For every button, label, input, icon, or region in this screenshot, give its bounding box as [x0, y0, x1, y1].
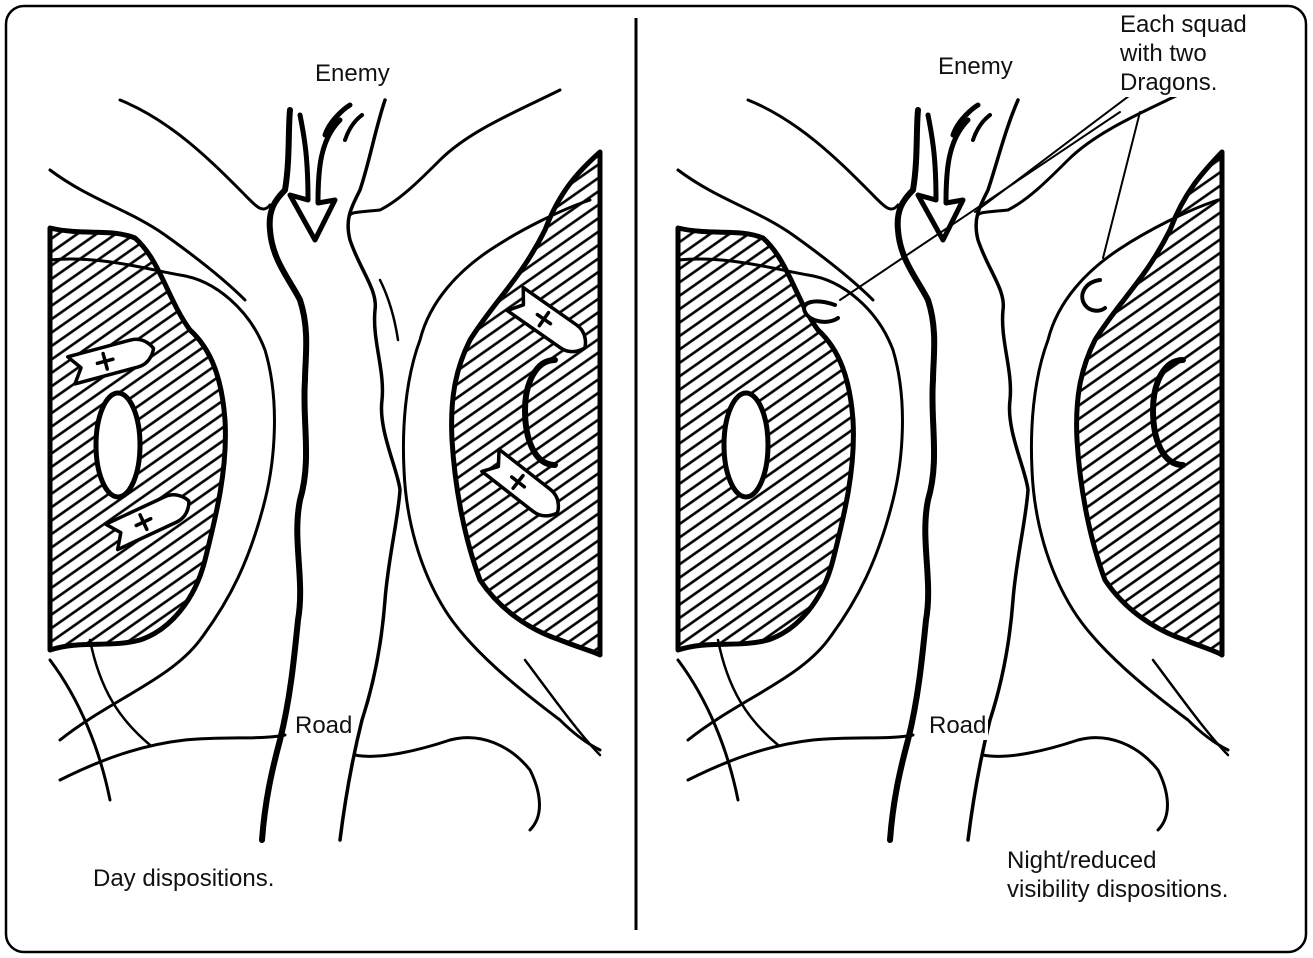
squad-callout-line-2: with two: [1120, 39, 1247, 68]
right-position-west: [724, 393, 768, 497]
right-caption-line-1: Night/reduced: [1007, 846, 1228, 875]
right-enemy-label: Enemy: [938, 53, 1013, 81]
right-caption: Night/reduced visibility dispositions.: [1007, 846, 1228, 904]
left-caption: Day dispositions.: [93, 865, 274, 893]
right-road-label: Road: [927, 712, 988, 740]
callout-line-2: [840, 112, 1120, 300]
left-road-label: Road: [293, 712, 354, 740]
left-enemy-label: Enemy: [315, 60, 390, 88]
right-squad-position-east: [1082, 280, 1105, 311]
squad-callout-line-1: Each squad: [1120, 10, 1247, 39]
right-woods-east: [1077, 152, 1222, 655]
squad-callout: Each squad with two Dragons.: [1120, 10, 1247, 97]
right-caption-line-2: visibility dispositions.: [1007, 875, 1228, 904]
left-position-west: [96, 393, 140, 497]
left-enemy-arrow: [290, 115, 340, 240]
squad-callout-line-3: Dragons.: [1120, 68, 1247, 97]
callout-line-3: [1103, 112, 1140, 258]
right-enemy-arrow: [918, 115, 968, 240]
right-squad-position-west: [804, 301, 838, 321]
